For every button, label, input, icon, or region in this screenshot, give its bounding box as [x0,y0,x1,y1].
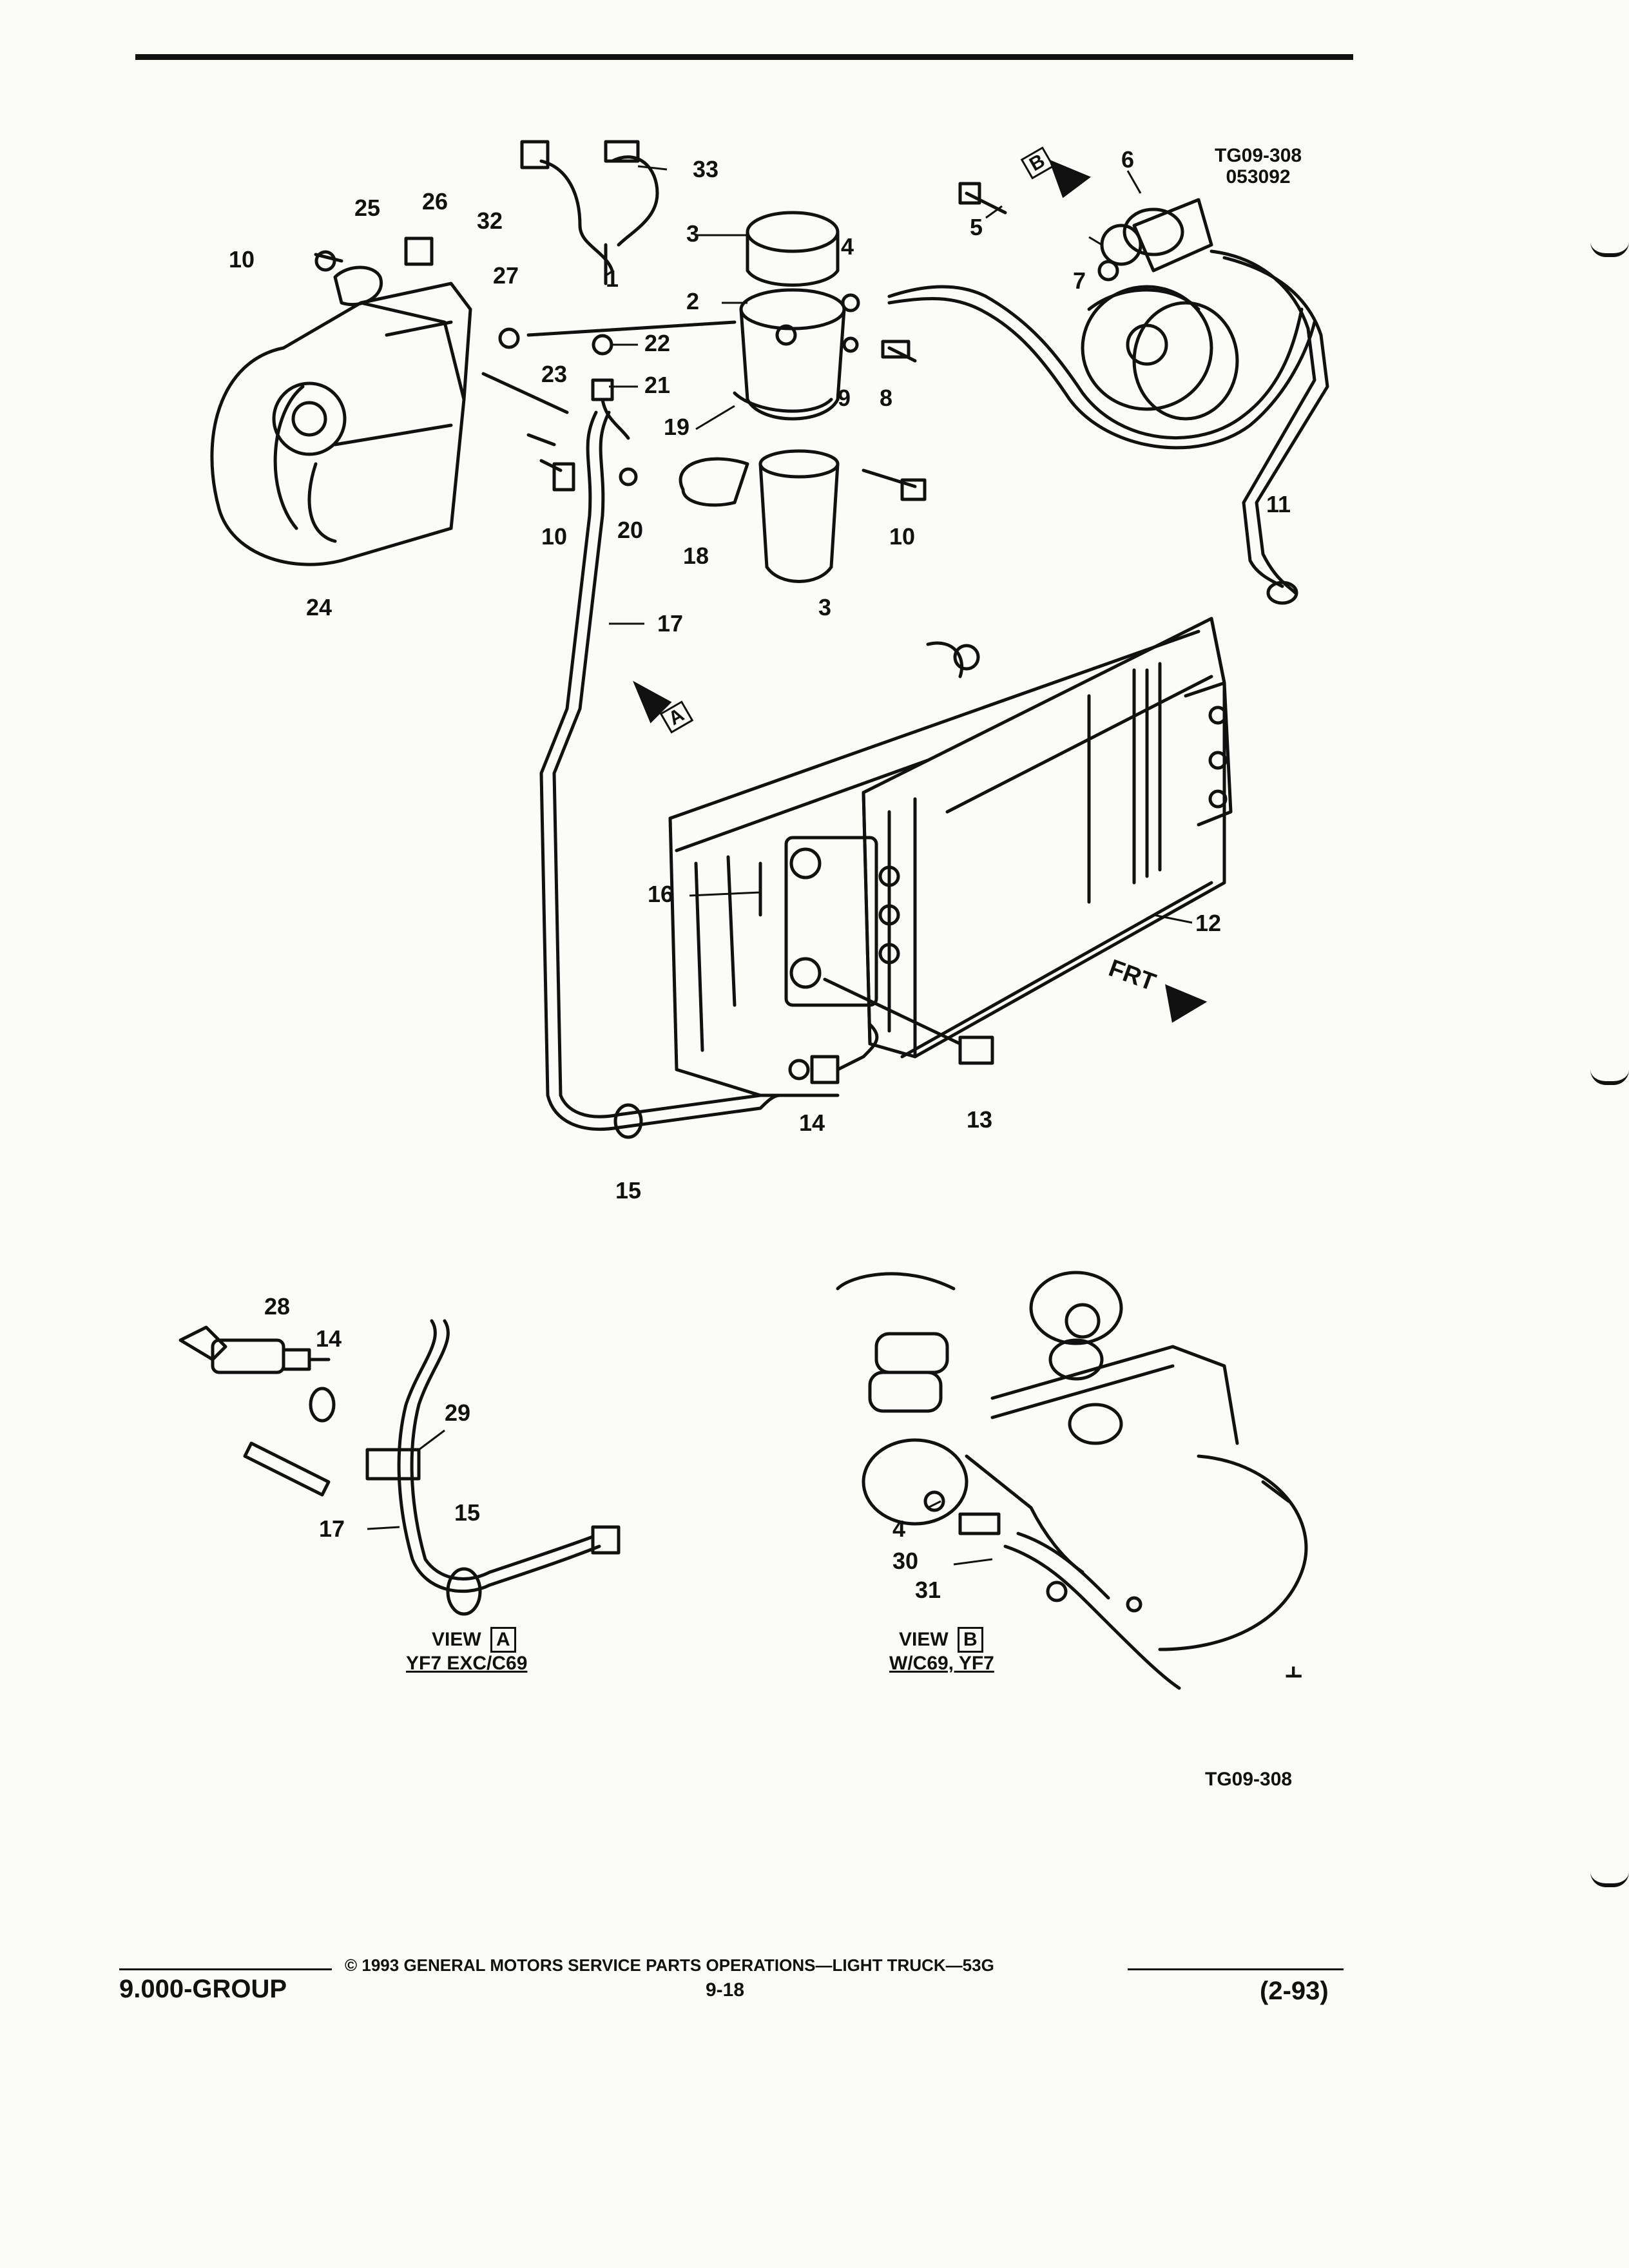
brackets [758,836,994,1065]
margin-mark [1590,1872,1629,1887]
arrow-b [1048,159,1091,198]
callout-2: 2 [686,288,700,314]
callout-14-view-a: 14 [316,1325,342,1352]
figure-number: TG09-308 [1215,145,1302,166]
callout-27: 27 [493,262,519,289]
callout-15-view-a: 15 [454,1499,481,1526]
view-a-note: YF7 EXC/C69 [406,1653,528,1674]
callout-7: 7 [1073,267,1086,294]
callout-4: 4 [841,233,854,260]
callout-4-view-b: 4 [892,1515,906,1542]
callout-5: 5 [970,214,983,240]
callout-31: 31 [915,1577,941,1603]
callout-10-left: 10 [229,246,255,273]
callout-33: 33 [693,156,719,182]
callout-12: 12 [1195,910,1222,936]
view-b-note: W/C69, YF7 [889,1653,994,1674]
desiccant-bag [679,449,840,583]
callout-17: 17 [657,610,684,637]
view-a-letter: A [490,1627,516,1653]
top-rule [135,54,1353,60]
margin-mark [1590,1070,1629,1085]
margin-mark [1590,242,1629,257]
view-a-drawing [178,1319,621,1616]
hose-assembly-1 [520,140,659,285]
footer-rule-left [119,1968,332,1970]
fasteners [526,293,927,501]
footer-page-number: 9-18 [706,1979,745,2001]
callout-10-middle: 10 [541,523,568,550]
page-symbol: ⫠ [1286,1653,1302,1683]
radiator-support [668,629,1233,1097]
callout-26: 26 [422,188,448,215]
arrow-frt [1165,984,1208,1023]
callout-18: 18 [683,543,709,569]
accumulator [733,211,846,421]
view-b-label: VIEW [899,1629,949,1650]
figure-date-code: 053092 [1226,166,1291,187]
callout-20: 20 [617,517,644,543]
callout-1: 1 [606,265,619,292]
callout-32: 32 [477,207,503,234]
callout-29: 29 [445,1399,471,1426]
discharge-hose [887,249,1329,605]
compressor [1081,198,1239,421]
callout-28: 28 [264,1293,291,1320]
leader-lines [367,165,1193,1566]
liquid-line [539,410,782,1139]
condenser-fittings [788,1023,879,1084]
view-b-letter: B [958,1627,983,1653]
callout-30: 30 [892,1548,919,1574]
callout-21: 21 [644,372,671,398]
condenser [862,617,1226,1059]
callout-17-view-a: 17 [319,1515,345,1542]
view-a-caption: VIEW A [432,1627,516,1653]
footer-group: 9.000-GROUP [119,1975,287,2003]
view-b-drawing [836,1271,1308,1690]
callout-9: 9 [838,385,851,411]
callout-11: 11 [1266,491,1291,517]
callout-6: 6 [1121,146,1135,173]
callout-3-lower: 3 [818,594,832,620]
relay-assembly [314,236,434,307]
callout-13: 13 [967,1106,993,1133]
callout-10-right: 10 [889,523,916,550]
figure-number-bottom: TG09-308 [1205,1769,1293,1790]
callout-14: 14 [799,1110,825,1136]
callout-19: 19 [664,414,690,440]
arrow-a [632,680,672,724]
view-a-label: VIEW [432,1629,481,1650]
figure-id: TG09-308 053092 [1215,145,1302,187]
callout-3-upper: 3 [686,220,700,247]
callout-8: 8 [880,385,893,411]
callout-16: 16 [648,881,674,907]
callout-24: 24 [306,594,333,620]
callout-15: 15 [615,1177,642,1204]
footer-revision: (2-93) [1260,1977,1329,2005]
view-b-caption: VIEW B [899,1627,983,1653]
footer-copyright: © 1993 GENERAL MOTORS SERVICE PARTS OPER… [345,1956,994,1975]
footer-rule-right [1128,1968,1344,1970]
callout-23: 23 [541,361,568,387]
fittings-upper [481,320,737,486]
callout-22: 22 [644,330,671,356]
callout-25: 25 [354,195,381,221]
evaporator-housing [210,282,472,566]
